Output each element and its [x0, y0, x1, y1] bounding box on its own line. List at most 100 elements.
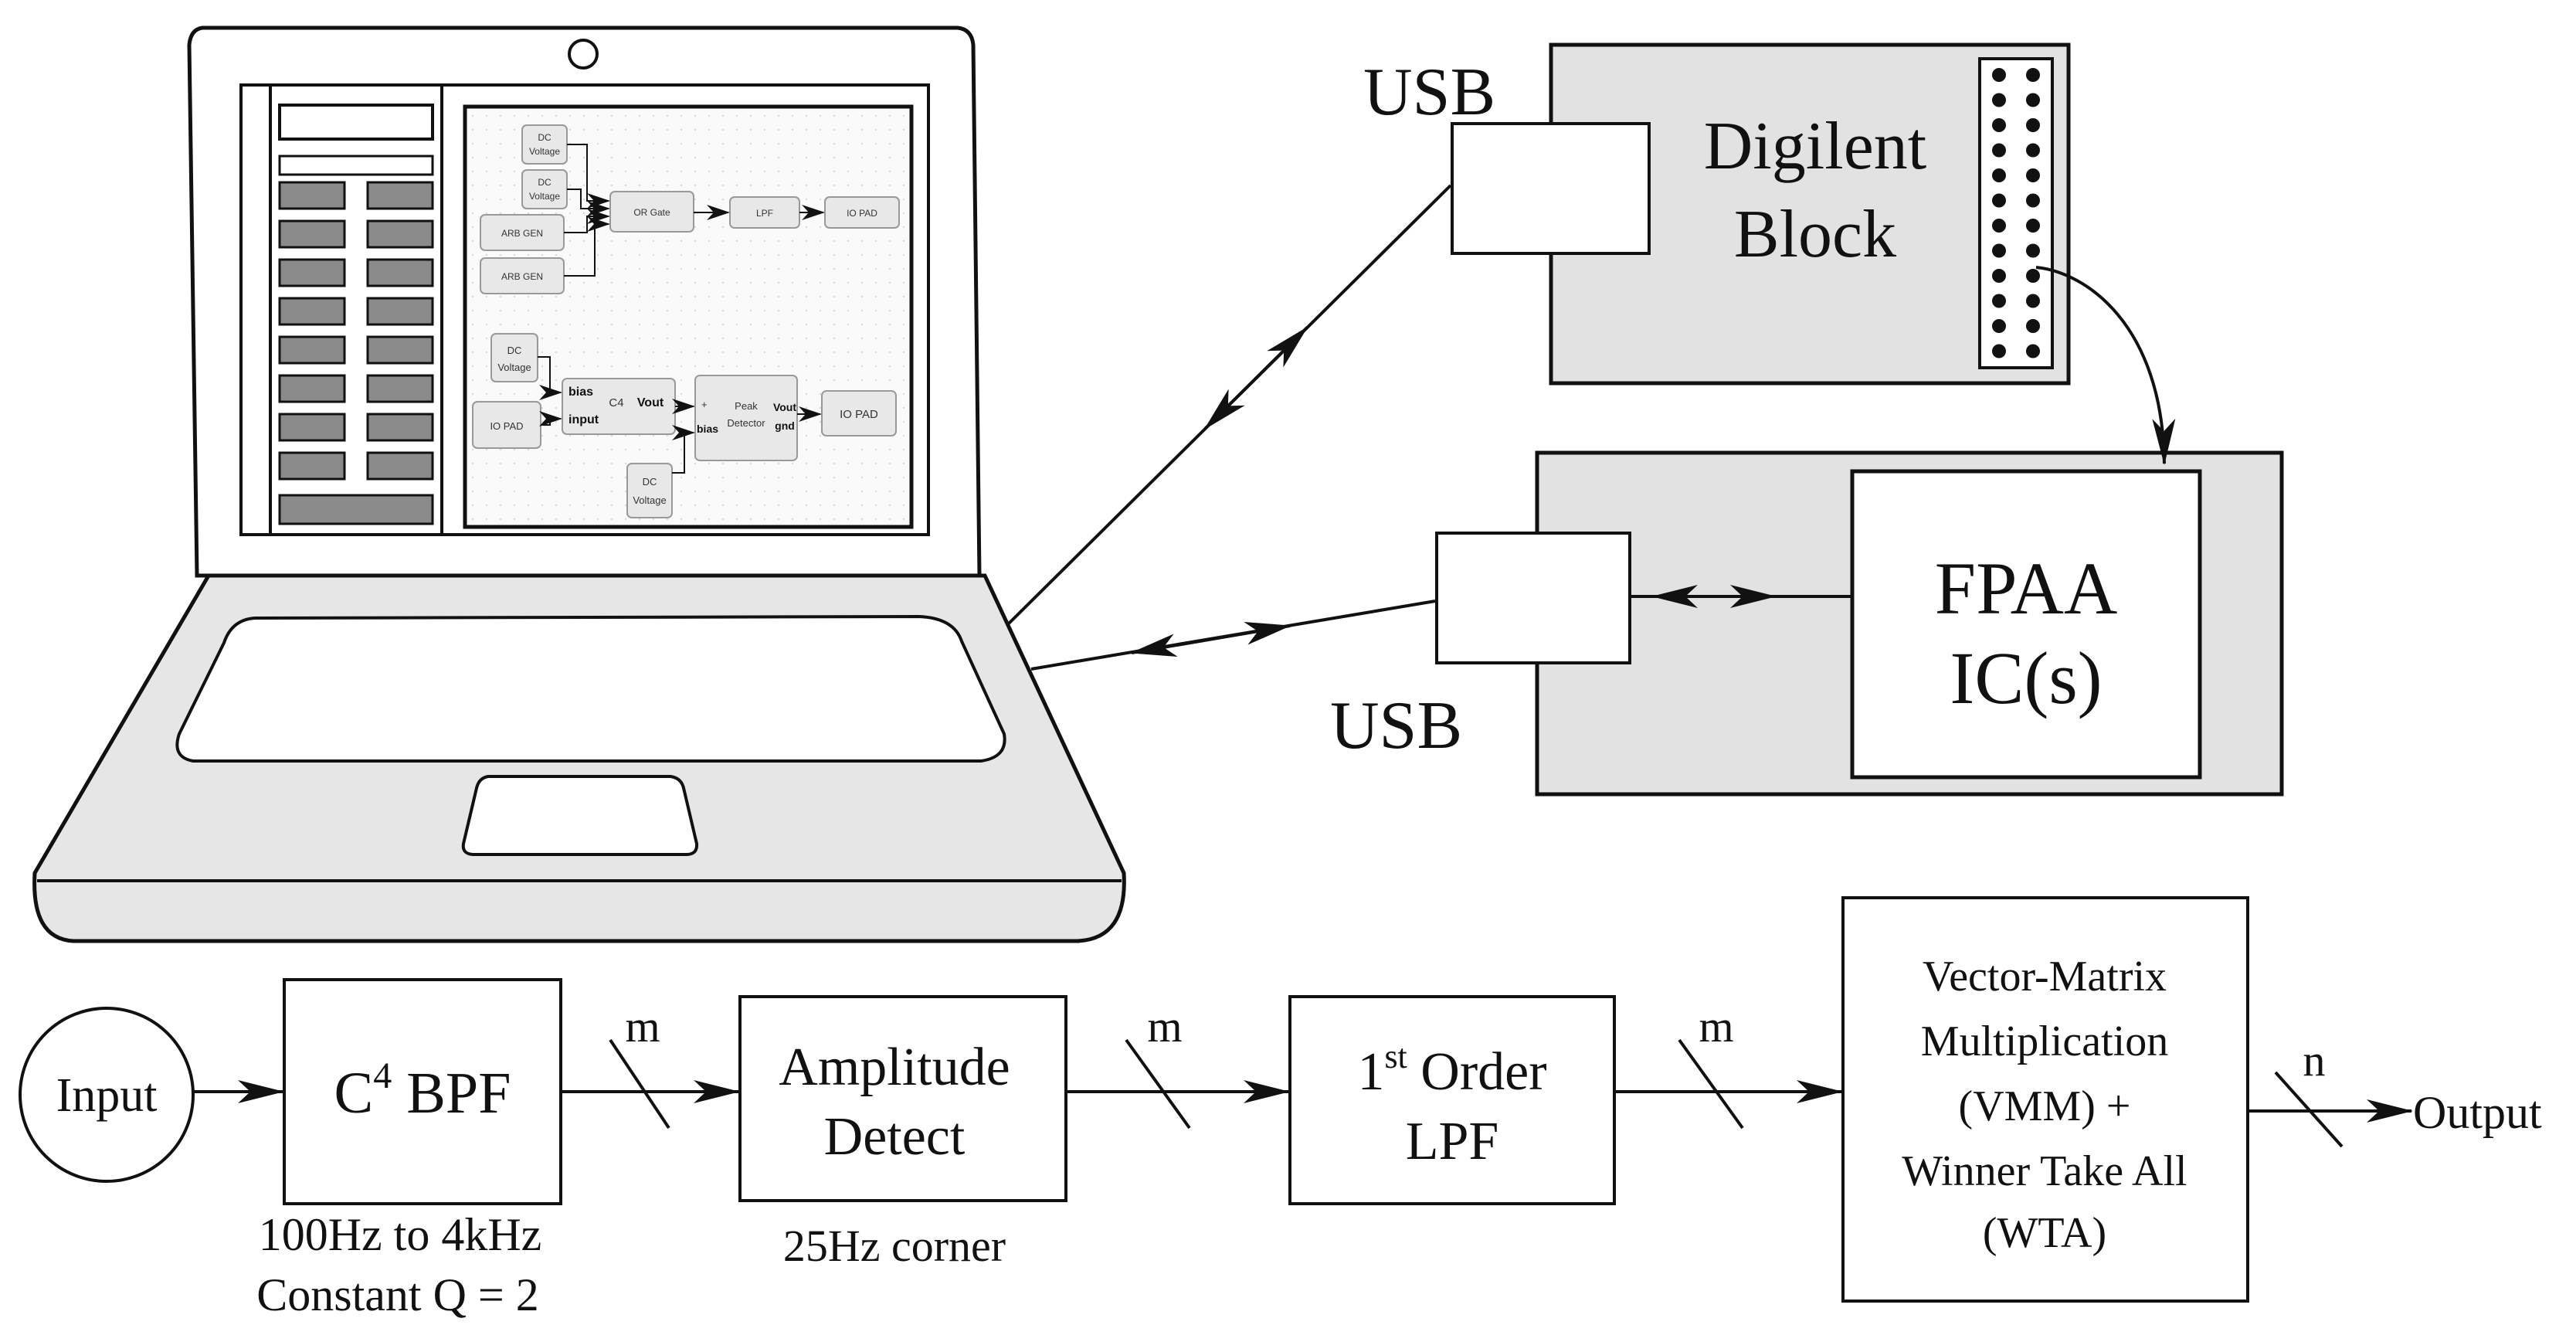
grid-dot — [638, 170, 641, 173]
grid-dot — [680, 184, 683, 187]
grid-dot — [708, 114, 711, 117]
block-dc-voltage-1[interactable] — [521, 124, 568, 165]
grid-dot — [902, 240, 905, 243]
grid-dot — [485, 184, 488, 187]
grid-dot — [721, 267, 725, 270]
block-io-pad-top[interactable] — [824, 196, 900, 229]
grid-dot — [610, 351, 613, 354]
grid-dot — [791, 337, 794, 340]
block-dc-voltage-3[interactable] — [490, 333, 538, 382]
sidebar-button[interactable] — [366, 219, 434, 249]
sidebar-button[interactable] — [278, 258, 346, 287]
sidebar-button[interactable] — [278, 219, 346, 249]
grid-dot — [610, 253, 613, 257]
grid-dot — [471, 281, 474, 284]
sidebar-button[interactable] — [278, 451, 346, 481]
grid-dot — [777, 240, 780, 243]
grid-dot — [860, 518, 864, 521]
grid-dot — [874, 490, 877, 493]
grid-dot — [555, 323, 558, 326]
grid-dot — [680, 518, 683, 521]
grid-dot — [582, 323, 585, 326]
grid-dot — [902, 170, 905, 173]
grid-dot — [485, 309, 488, 312]
grid-dot — [485, 392, 488, 396]
grid-dot — [666, 170, 669, 173]
grid-dot — [819, 462, 822, 465]
grid-dot — [888, 462, 891, 465]
grid-dot — [819, 128, 822, 131]
block-io-pad-out[interactable] — [821, 390, 897, 437]
grid-dot — [666, 240, 669, 243]
grid-dot — [541, 212, 544, 215]
grid-dot — [555, 365, 558, 368]
grid-dot — [596, 267, 599, 270]
block-io-pad-out-label: IO PAD — [840, 408, 878, 421]
grid-dot — [833, 295, 836, 298]
grid-dot — [638, 434, 641, 437]
laptop-to-digilent-usb-arrow — [1203, 326, 1308, 430]
sidebar-button[interactable] — [278, 374, 346, 403]
grid-dot — [568, 114, 572, 117]
grid-dot — [805, 170, 808, 173]
grid-dot — [833, 504, 836, 507]
sidebar-button-grid — [278, 181, 434, 481]
amplitude-detect-block — [738, 995, 1067, 1202]
grid-dot — [888, 309, 891, 312]
grid-dot — [555, 295, 558, 298]
sidebar-button[interactable] — [366, 451, 434, 481]
grid-dot — [471, 240, 474, 243]
fpaa-board: FPAA IC(s) USB — [1330, 450, 2284, 797]
grid-dot — [847, 462, 850, 465]
grid-dot — [805, 226, 808, 229]
grid-dot — [652, 128, 655, 131]
block-dc-voltage-4[interactable] — [626, 463, 673, 518]
grid-dot — [791, 114, 794, 117]
grid-dot — [624, 323, 627, 326]
grid-dot — [624, 462, 627, 465]
grid-dot — [513, 518, 516, 521]
grid-dot — [638, 184, 641, 187]
grid-dot — [596, 198, 599, 201]
sidebar-button[interactable] — [278, 181, 346, 210]
grid-dot — [638, 267, 641, 270]
grid-dot — [902, 476, 905, 479]
grid-dot — [888, 379, 891, 382]
grid-dot — [485, 379, 488, 382]
grid-dot — [485, 142, 488, 145]
laptop-webcam — [568, 39, 599, 70]
grid-dot — [777, 323, 780, 326]
sidebar-button[interactable] — [366, 297, 434, 326]
grid-dot — [471, 337, 474, 340]
amplitude-detect-l2: Detect — [824, 1107, 966, 1167]
sidebar-button[interactable] — [366, 374, 434, 403]
sidebar-button[interactable] — [366, 258, 434, 287]
grid-dot — [805, 351, 808, 354]
grid-dot — [708, 337, 711, 340]
sidebar-bottom-button[interactable] — [278, 494, 434, 525]
sidebar-button[interactable] — [278, 297, 346, 326]
grid-dot — [582, 212, 585, 215]
grid-dot — [624, 128, 627, 131]
grid-dot — [819, 504, 822, 507]
grid-dot — [721, 198, 725, 201]
vmm-line-4: Winner Take All — [1902, 1147, 2187, 1195]
grid-dot — [833, 490, 836, 493]
grid-dot — [777, 518, 780, 521]
block-dc-voltage-2[interactable] — [521, 169, 568, 209]
sidebar-button[interactable] — [278, 413, 346, 442]
grid-dot — [847, 448, 850, 451]
grid-dot — [735, 253, 738, 257]
grid-dot — [680, 406, 683, 409]
grid-dot — [833, 170, 836, 173]
grid-dot — [471, 448, 474, 451]
grid-dot — [833, 462, 836, 465]
sidebar-button[interactable] — [366, 181, 434, 210]
vmm-wta-text: Vector-Matrix Multiplication (VMM) + Win… — [1902, 953, 2187, 1257]
grid-dot — [777, 504, 780, 507]
sidebar-button[interactable] — [278, 335, 346, 365]
sidebar-button[interactable] — [366, 335, 434, 365]
sidebar-button[interactable] — [366, 413, 434, 442]
block-peak-detector[interactable] — [694, 375, 798, 461]
grid-dot — [819, 198, 822, 201]
